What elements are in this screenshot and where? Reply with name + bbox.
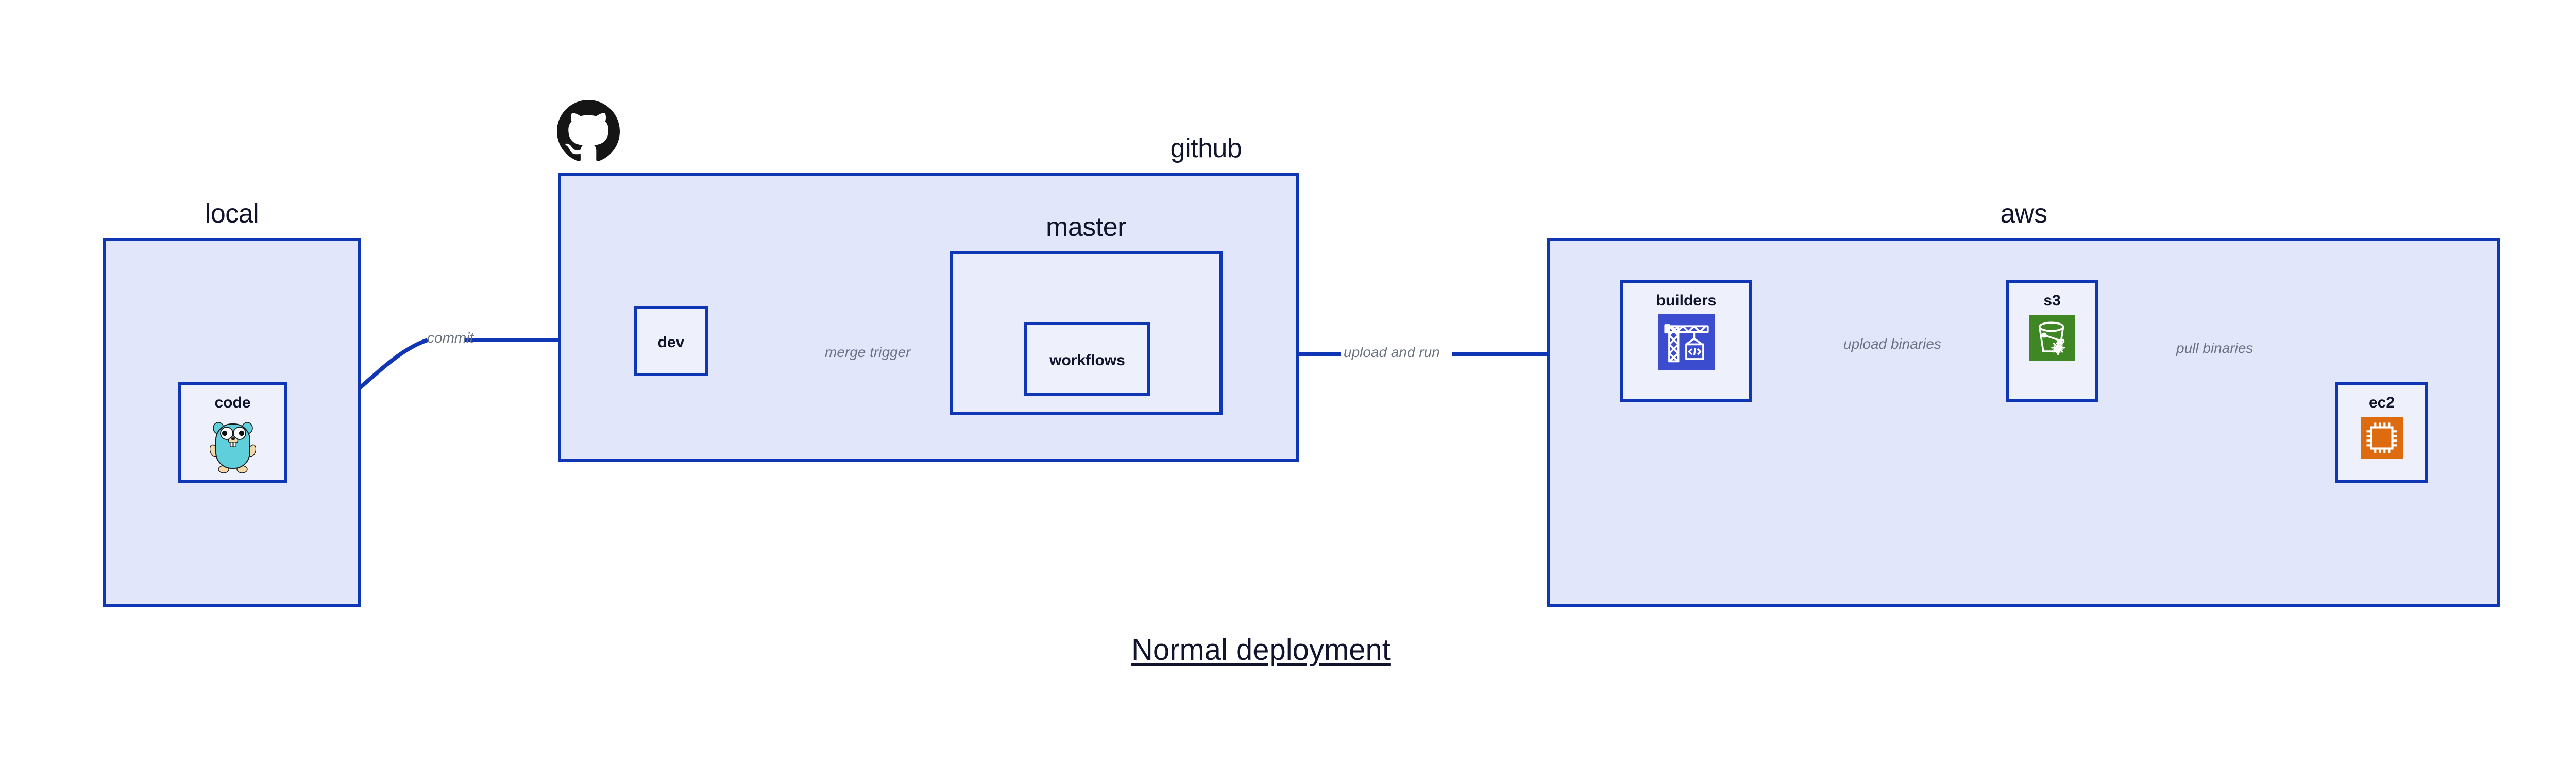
github-octocat-icon [557,100,620,163]
group-aws-label: aws [2000,199,2047,229]
node-workflows[interactable]: workflows [1024,322,1150,396]
node-builders[interactable]: builders [1620,280,1752,402]
edge-label-upload-and-run: upload and run [1344,344,1440,360]
node-code[interactable]: code [178,382,287,483]
subgroup-master-label: master [1046,212,1126,242]
go-gopher-icon [209,417,256,473]
aws-ec2-icon [2361,417,2403,459]
node-s3-label: s3 [2043,292,2061,309]
aws-codebuild-icon [1658,314,1715,370]
node-ec2-label: ec2 [2368,394,2395,411]
edge-label-merge-trigger: merge trigger [825,344,911,360]
aws-s3-icon [2029,315,2075,361]
edge-label-upload-binaries: upload binaries [1843,336,1941,352]
node-code-label: code [214,394,251,411]
page-title: Normal deployment [1131,633,1391,667]
group-github-label: github [1170,133,1242,163]
edge-label-pull-binaries: pull binaries [2176,340,2253,356]
group-local-label: local [205,199,259,229]
node-builders-label: builders [1656,292,1717,309]
node-s3[interactable]: s3 [2006,280,2098,402]
node-dev[interactable]: dev [634,306,708,376]
edge-label-commit: commit [427,330,474,346]
node-dev-label: dev [657,334,685,351]
node-workflows-label: workflows [1049,352,1125,369]
node-ec2[interactable]: ec2 [2335,382,2428,483]
